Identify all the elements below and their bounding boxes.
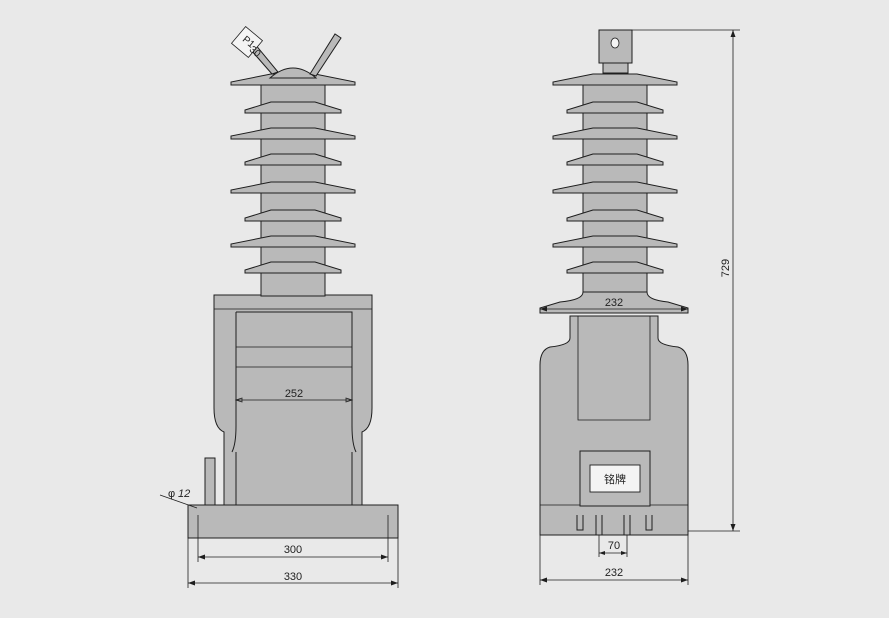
side-dim-height: 729 — [720, 259, 732, 277]
insulator-shed — [552, 127, 678, 140]
side-view: 铭牌 232 729 70 232 — [539, 29, 740, 585]
front-dim-base-holes: 300 — [284, 544, 302, 556]
insulator-shed — [552, 235, 678, 248]
front-terminal-right — [309, 33, 342, 77]
insulator-shed — [230, 235, 356, 248]
side-dim-shed-width: 232 — [605, 297, 623, 309]
insulator-shed — [566, 153, 664, 166]
side-dim-base-width: 232 — [605, 567, 623, 579]
front-dome — [268, 67, 318, 79]
hole-diameter-value: 12 — [178, 488, 190, 500]
terminal-marker-box — [230, 25, 264, 59]
insulator-shed — [566, 209, 664, 222]
insulator-shed — [566, 261, 664, 274]
front-view: P1 30 252 300 330 φ 12 — [159, 25, 399, 588]
front-body-inner — [231, 311, 357, 505]
side-dim-terminal-spacing: 70 — [608, 540, 620, 552]
side-window — [577, 316, 651, 421]
insulator-shed — [244, 261, 342, 274]
insulator-shed — [566, 101, 664, 114]
front-side-bracket — [204, 457, 216, 506]
insulator-shed — [552, 181, 678, 194]
front-dim-inner-width: 252 — [285, 388, 303, 400]
insulator-shed — [244, 153, 342, 166]
hole-diameter-prefix: φ — [168, 488, 175, 500]
nameplate-box — [589, 464, 641, 493]
insulator-shed — [552, 73, 678, 86]
side-insulator-sheds — [552, 73, 678, 274]
nameplate-label: 铭牌 — [604, 472, 626, 486]
insulator-shed — [244, 101, 342, 114]
front-base-plate — [187, 504, 399, 539]
insulator-shed — [230, 127, 356, 140]
insulator-shed — [244, 209, 342, 222]
insulator-shed — [230, 181, 356, 194]
side-flange — [539, 291, 689, 314]
front-dim-base-width: 330 — [284, 571, 302, 583]
